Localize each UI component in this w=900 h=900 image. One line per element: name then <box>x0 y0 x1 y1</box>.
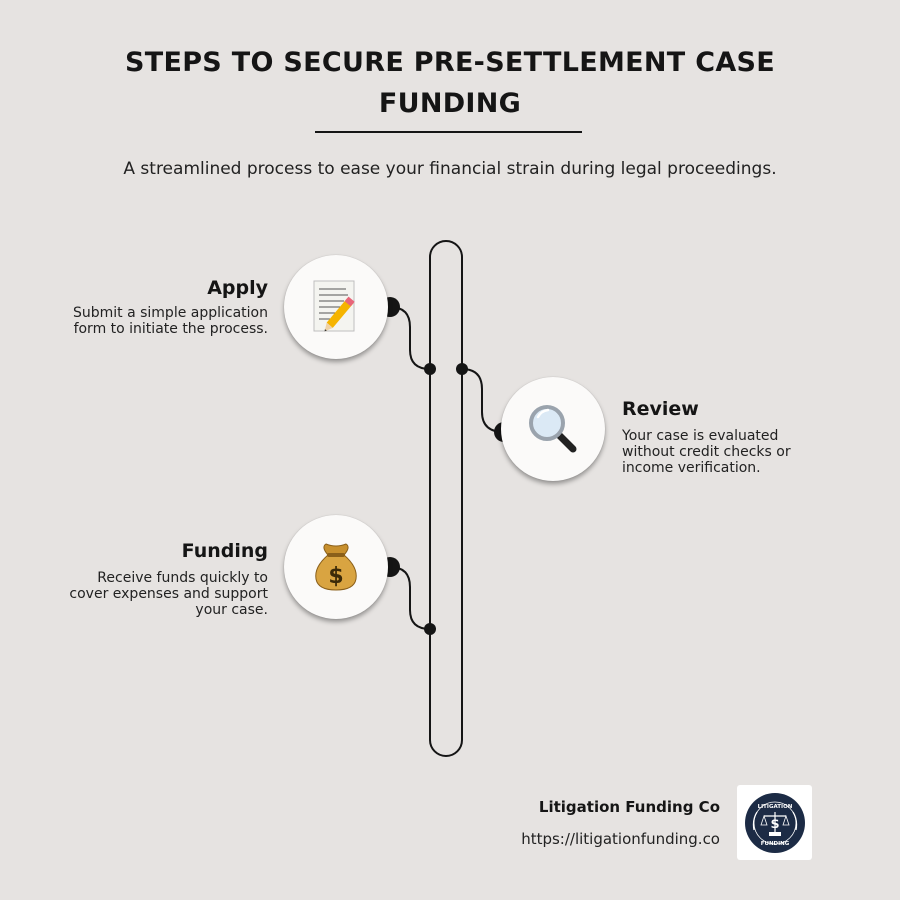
step-review: Review Your case is evaluated without cr… <box>622 398 852 476</box>
connector-dot-apply-end <box>424 363 436 375</box>
memo-pencil-icon <box>313 280 355 332</box>
timeline-track <box>429 240 463 757</box>
step-apply-description: Submit a simple application form to init… <box>72 305 268 337</box>
step-review-icon-circle <box>501 377 605 481</box>
connector-funding <box>389 566 431 630</box>
page-title: STEPS TO SECURE PRE-SETTLEMENT CASE FUND… <box>124 47 776 119</box>
svg-text:$: $ <box>770 817 779 832</box>
step-apply: Apply Submit a simple application form t… <box>38 277 268 337</box>
step-funding-title: Funding <box>181 540 268 562</box>
step-apply-title: Apply <box>207 277 268 299</box>
step-funding-icon-circle: $ <box>284 515 388 619</box>
step-review-description: Your case is evaluated without credit ch… <box>622 428 791 476</box>
page-subtitle: A streamlined process to ease your finan… <box>123 159 777 179</box>
step-apply-icon-circle <box>284 255 388 359</box>
scales-of-justice-logo-icon: LITIGATION FUNDING $ <box>744 792 805 853</box>
connector-apply <box>389 306 431 370</box>
connector-dot-funding-end <box>424 623 436 635</box>
connector-dot-review-start <box>456 363 468 375</box>
svg-text:LITIGATION: LITIGATION <box>757 804 792 810</box>
magnifying-glass-icon <box>529 405 577 453</box>
brand-url-link[interactable]: https://litigationfunding.co <box>521 830 720 848</box>
step-funding: Funding Receive funds quickly to cover e… <box>38 540 268 618</box>
step-review-title: Review <box>622 398 699 420</box>
svg-text:$: $ <box>328 564 343 589</box>
brand-name: Litigation Funding Co <box>538 798 720 816</box>
money-bag-icon: $ <box>315 543 357 591</box>
brand-logo: LITIGATION FUNDING $ <box>737 785 812 860</box>
svg-text:FUNDING: FUNDING <box>760 841 789 847</box>
title-underline <box>315 131 582 133</box>
step-funding-description: Receive funds quickly to cover expenses … <box>69 570 268 618</box>
connector-review <box>461 368 505 433</box>
